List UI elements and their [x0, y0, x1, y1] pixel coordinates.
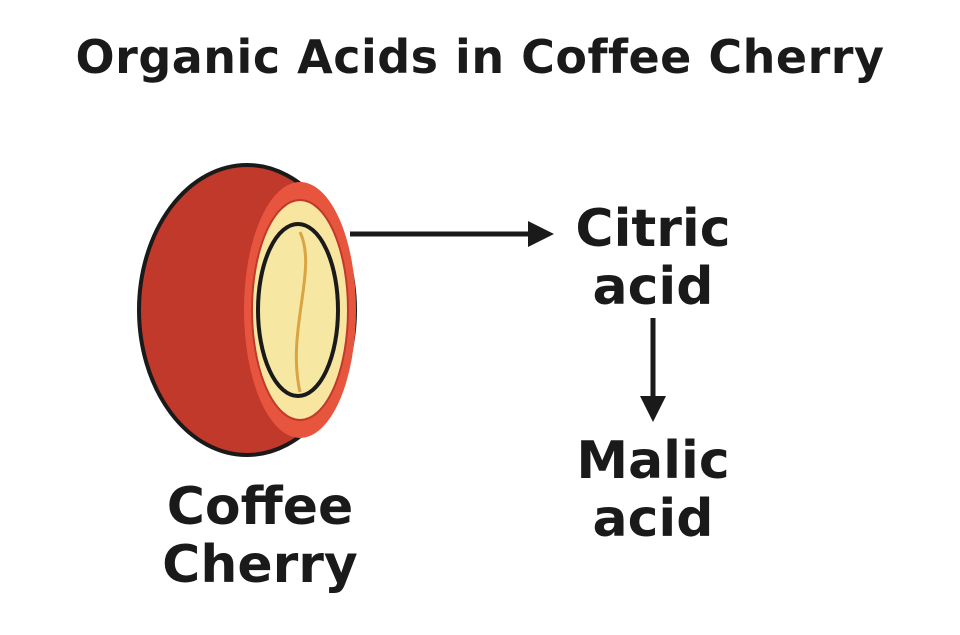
bean-seam: [294, 231, 308, 393]
arrow-citric-to-malic: [640, 318, 666, 422]
malic-acid-label-line1: Malic: [576, 431, 730, 491]
coffee-cherry-label-line1: Coffee: [166, 477, 354, 537]
malic-acid-label-line2: acid: [592, 489, 714, 550]
coffee-cherry-icon: [137, 163, 357, 457]
malic-acid-label: Malic acid: [548, 431, 758, 550]
coffee-cherry-label: Coffee Cherry: [140, 477, 380, 596]
coffee-bean: [256, 222, 340, 398]
citric-acid-label-line1: Citric: [575, 199, 731, 259]
arrow-cherry-to-citric: [350, 221, 554, 247]
citric-acid-label: Citric acid: [548, 199, 758, 318]
coffee-cherry-label-line2: Cherry: [162, 535, 358, 596]
citric-acid-label-line2: acid: [592, 257, 714, 318]
diagram-title: Organic Acids in Coffee Cherry: [75, 30, 885, 84]
